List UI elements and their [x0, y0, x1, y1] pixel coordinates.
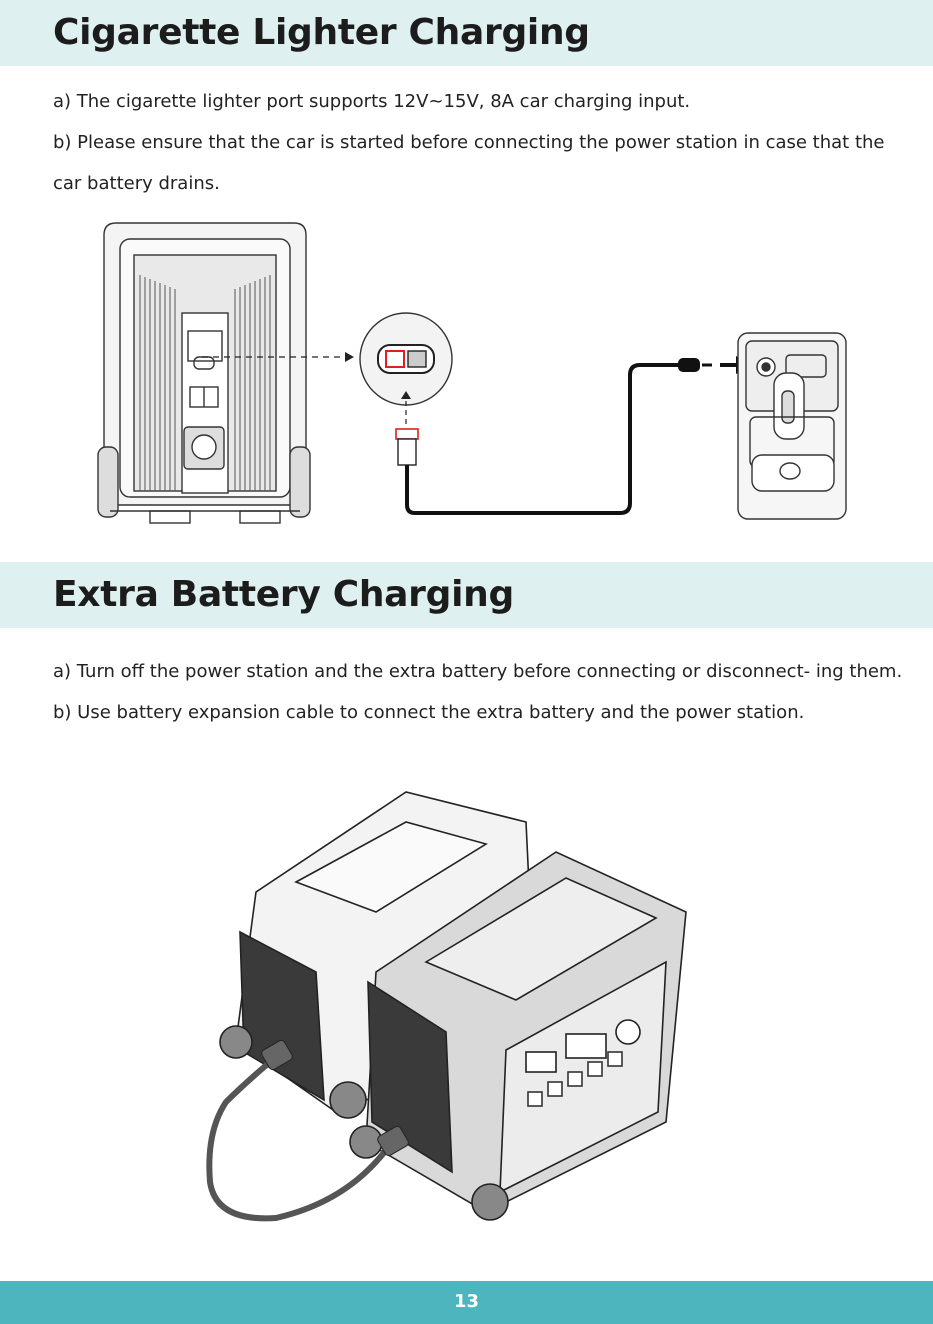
port-zoom-icon — [359, 312, 453, 406]
cigarette-instructions: a) The cigarette lighter port supports 1… — [53, 81, 903, 204]
section-header-cigarette: Cigarette Lighter Charging — [0, 0, 933, 66]
extra-battery-step-b: b) Use battery expansion cable to connec… — [53, 702, 805, 723]
cigarette-charging-illustration — [97, 222, 847, 524]
arrow-right-icon — [345, 352, 354, 362]
page-footer: 13 — [0, 1281, 933, 1324]
cigarette-step-b: b) Please ensure that the car is started… — [53, 132, 885, 194]
cigarette-step-a: a) The cigarette lighter port supports 1… — [53, 91, 691, 112]
extra-battery-step-a: a) Turn off the power station and the ex… — [53, 661, 903, 682]
arrow-up-icon — [401, 391, 411, 399]
expansion-cable-icon — [206, 1054, 389, 1222]
page-number: 13 — [453, 1291, 480, 1312]
section-title-extra-battery: Extra Battery Charging — [53, 574, 514, 615]
extra-battery-instructions: a) Turn off the power station and the ex… — [53, 651, 903, 733]
section-title-cigarette: Cigarette Lighter Charging — [53, 12, 590, 53]
power-station-unit — [349, 851, 687, 1221]
car-charger-cable-icon — [395, 358, 712, 515]
power-station-rear-illustration — [97, 222, 311, 524]
power-station-pair-illustration — [206, 791, 687, 1222]
car-console-illustration — [737, 332, 847, 520]
section-header-extra-battery: Extra Battery Charging — [0, 562, 933, 628]
